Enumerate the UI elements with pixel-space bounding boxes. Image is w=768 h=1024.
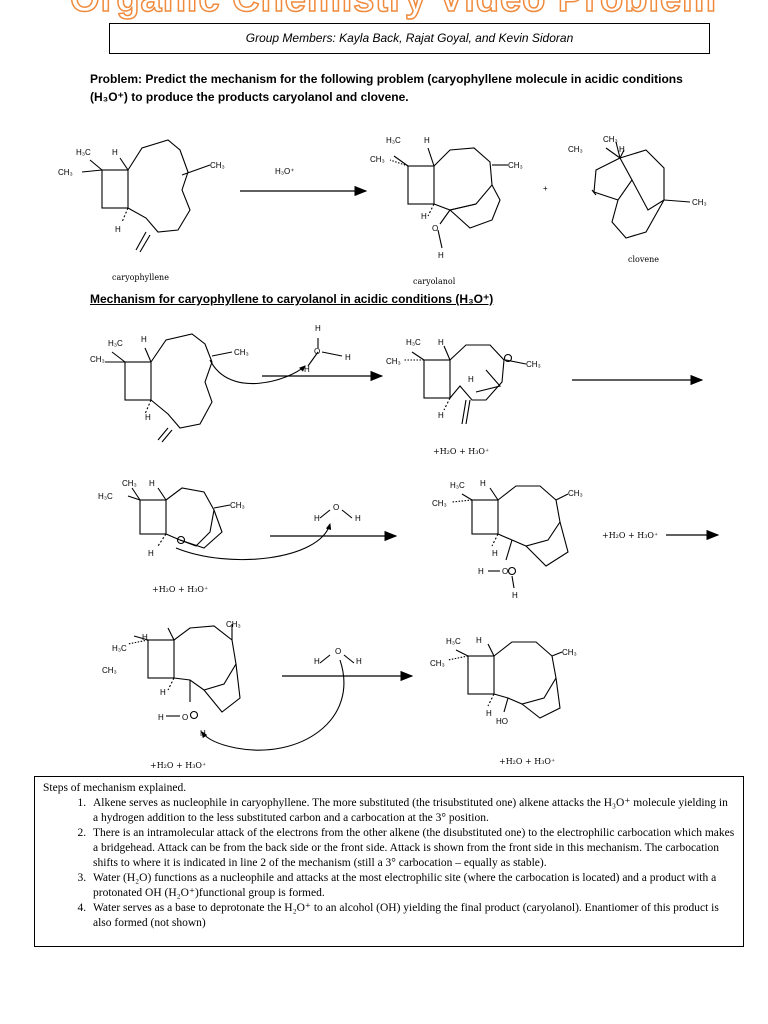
- h-label: H: [158, 713, 164, 722]
- h-label: H: [356, 657, 362, 666]
- h-label: H: [438, 251, 444, 260]
- h-label: H: [486, 709, 492, 718]
- reagent-label: H₃O⁺: [275, 167, 294, 176]
- h3c-label: H₃C: [112, 644, 127, 653]
- plus-sign: +: [543, 184, 548, 193]
- h-label: H: [480, 479, 486, 488]
- ch3-label: CH₃: [603, 135, 618, 144]
- h3c-label: H₃C: [406, 338, 421, 347]
- h-label: H: [492, 549, 498, 558]
- carbocation-intermediate-2: [127, 487, 353, 561]
- caryophyllene-mechanism-structure: [105, 333, 343, 443]
- step-item: Alkene serves as nucleophile in caryophy…: [89, 796, 735, 826]
- clovene-structure: [591, 141, 691, 239]
- caryophyllene-caption: caryophyllene: [112, 273, 169, 282]
- reaction-scheme: H₃C CH₃ H CH₃ H caryophyllene H₃O⁺ H₃C H…: [58, 135, 720, 770]
- h-label: H: [304, 365, 310, 374]
- h3c-label: H₃C: [76, 148, 91, 157]
- h-label: H: [148, 549, 154, 558]
- h-label: H: [468, 375, 474, 384]
- steps-list: Alkene serves as nucleophile in caryophy…: [43, 796, 735, 931]
- h3c-label: H₃C: [386, 136, 401, 145]
- h-label: H: [424, 136, 430, 145]
- ch3-label: CH₃: [692, 198, 707, 207]
- ch3-label: CH₃: [122, 479, 137, 488]
- mechanism-heading: Mechanism for caryophyllene to caryolano…: [90, 292, 494, 306]
- ch3-label: CH₃: [102, 666, 117, 675]
- h-label: H: [115, 225, 121, 234]
- ch3-label: CH₃: [90, 355, 105, 364]
- h3c-label: H₃C: [108, 339, 123, 348]
- ch3-label: CH₃: [58, 168, 73, 177]
- h-label: H: [421, 212, 427, 221]
- h-label: H: [145, 413, 151, 422]
- h-label: H: [438, 338, 444, 347]
- h-label: H: [478, 567, 484, 576]
- h-label: H: [141, 335, 147, 344]
- h-label: H: [345, 353, 351, 362]
- ch3-label: CH₃: [562, 648, 577, 657]
- h-label: H: [142, 633, 148, 642]
- ch3-label: CH₃: [508, 161, 523, 170]
- ch3-label: CH₃: [386, 357, 401, 366]
- ch3-label: CH₃: [432, 499, 447, 508]
- ch3-label: CH₃: [526, 360, 541, 369]
- h-label: H: [149, 479, 155, 488]
- clovene-caption: clovene: [628, 255, 659, 264]
- h-label: H: [476, 636, 482, 645]
- ch3-label: CH₃: [430, 659, 445, 668]
- ch3-label: CH₃: [568, 145, 583, 154]
- o-label: O: [333, 503, 339, 512]
- h-label: H: [112, 148, 118, 157]
- h3c-label: H₃C: [446, 637, 461, 646]
- o-label: O: [335, 647, 341, 656]
- h-label: H: [438, 411, 444, 420]
- h-label: H: [160, 688, 166, 697]
- ho-label: HO: [496, 717, 508, 726]
- steps-intro: Steps of mechanism explained.: [43, 782, 187, 794]
- byproducts-label: +H₂O + H₃O⁺: [152, 585, 208, 594]
- byproducts-label: +H₂O + H₃O⁺: [499, 757, 555, 766]
- o-label: O: [502, 567, 508, 576]
- h-label: H: [200, 729, 206, 738]
- byproducts-label: +H₂O + H₃O⁺: [602, 531, 658, 540]
- o-label: O: [182, 713, 188, 722]
- caryolanol-final-structure: [447, 641, 563, 719]
- byproducts-label: +H₂O + H₃O⁺: [433, 447, 489, 456]
- step-item: Water (H₂O) functions as a nucleophile a…: [89, 871, 735, 901]
- protonated-alcohol-deprotonation: [127, 624, 355, 751]
- h-label: H: [355, 514, 361, 523]
- o-label: O: [432, 224, 438, 233]
- caryolanol-caption: caryolanol: [413, 277, 456, 286]
- caryolanol-structure: [389, 147, 508, 249]
- byproducts-label: +H₂O + H₃O⁺: [150, 761, 206, 770]
- protonated-alcohol-intermediate: [451, 485, 569, 589]
- ch3-label: CH₃: [210, 161, 225, 170]
- ch3-label: CH₃: [226, 620, 241, 629]
- h-label: H: [512, 591, 518, 600]
- h3c-label: H₃C: [98, 492, 113, 501]
- h-label: H: [314, 514, 320, 523]
- document-title: Organic Chemistry Video Problem: [69, 0, 716, 21]
- ch3-label: CH₃: [230, 501, 245, 510]
- step-item: Water serves as a base to deprotonate th…: [89, 901, 735, 931]
- group-members: Group Members: Kayla Back, Rajat Goyal, …: [109, 23, 710, 54]
- ch3-label: CH₃: [370, 155, 385, 164]
- h-label: H: [315, 324, 321, 333]
- step-item: There is an intramolecular attack of the…: [89, 826, 735, 871]
- ch3-label: CH₃: [234, 348, 249, 357]
- h-label: H: [619, 145, 625, 154]
- h-label: H: [314, 657, 320, 666]
- problem-statement: Problem: Predict the mechanism for the f…: [90, 72, 683, 104]
- steps-explanation-box: Steps of mechanism explained. Alkene ser…: [34, 776, 744, 947]
- h3c-label: H₃C: [450, 481, 465, 490]
- caryophyllene-structure: [81, 139, 211, 253]
- o-label: O: [314, 347, 320, 356]
- ch3-label: CH₃: [568, 489, 583, 498]
- carbocation-intermediate-1: [404, 344, 527, 425]
